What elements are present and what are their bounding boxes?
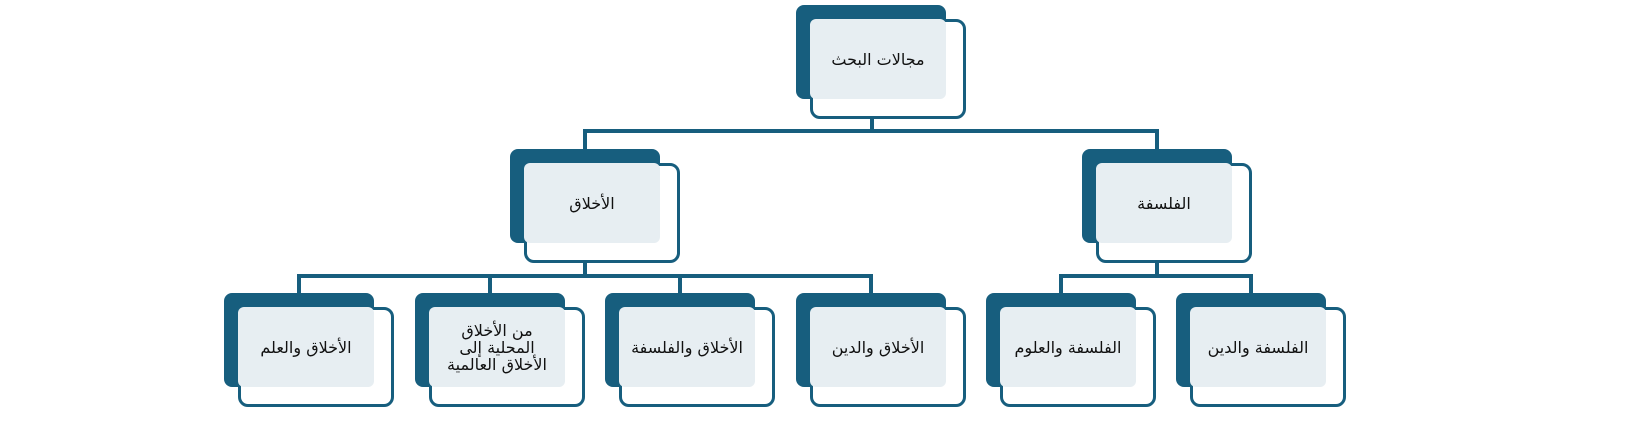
node-label: الأخلاق والعلم	[238, 307, 374, 387]
node-label: الفلسفة والعلوم	[1000, 307, 1136, 387]
node-label: الأخلاق والدين	[810, 307, 946, 387]
node-label: مجالات البحث	[810, 19, 946, 99]
node-label: الأخلاق	[524, 163, 660, 243]
node-label: الفلسفة	[1096, 163, 1232, 243]
node-label: من الأخلاق المحلية إلى الأخلاق العالمية	[429, 307, 565, 387]
node-label: الفلسفة والدين	[1190, 307, 1326, 387]
node-label: الأخلاق والفلسفة	[619, 307, 755, 387]
